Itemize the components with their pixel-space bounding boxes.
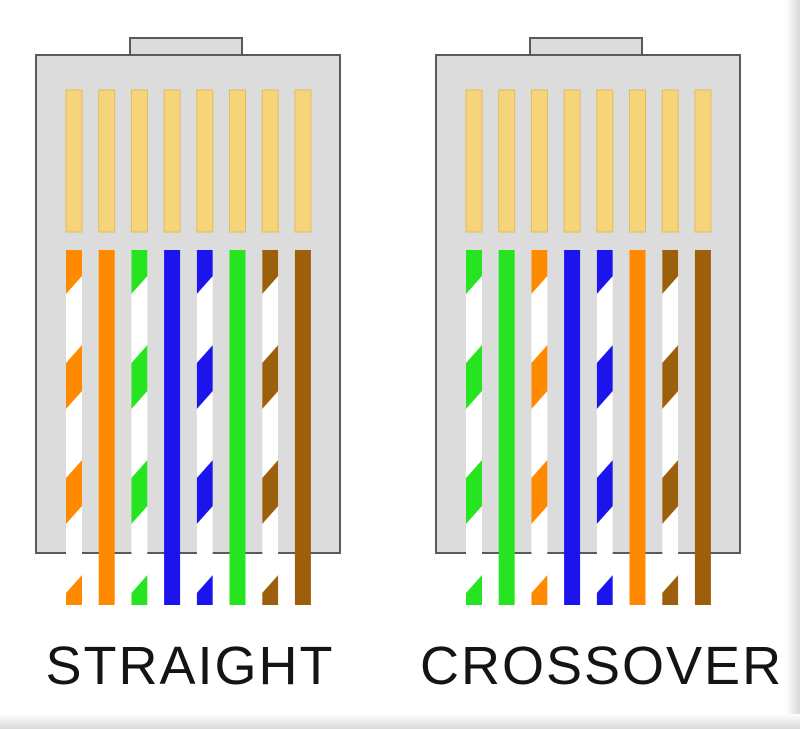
crossover-pin-3-stripe bbox=[531, 345, 548, 409]
frame-shadow bbox=[786, 0, 800, 729]
straight-pin-1-contact bbox=[65, 89, 83, 233]
crossover-pin-4-wire bbox=[564, 250, 581, 605]
crossover-pin-7-stripe bbox=[662, 460, 679, 524]
straight-pin-3-wire-base bbox=[131, 250, 148, 605]
straight-pin-7-wire-base bbox=[262, 250, 279, 605]
straight-pin-5-contact bbox=[196, 89, 214, 233]
crossover-pin-1-contact bbox=[465, 89, 483, 233]
crossover-pin-7-stripe bbox=[662, 250, 679, 294]
crossover-pin-5-wire bbox=[596, 250, 613, 605]
crossover-connector bbox=[435, 37, 741, 605]
straight-pin-2-contact bbox=[98, 89, 116, 233]
crossover-pin-3-contact bbox=[530, 89, 548, 233]
crossover-pin-4-contact bbox=[563, 89, 581, 233]
crossover-pin-5-stripe bbox=[596, 250, 613, 294]
crossover-pin-1-stripe bbox=[466, 575, 482, 605]
crossover-pin-7-stripe bbox=[662, 575, 679, 605]
straight-pin-1-stripe bbox=[66, 460, 82, 524]
straight-pin-5-wire bbox=[196, 250, 213, 605]
crossover-pin-5-contact bbox=[596, 89, 614, 233]
crossover-pin-8-wire bbox=[694, 250, 711, 605]
straight-pin-3-wire bbox=[131, 250, 148, 605]
crossover-pin-5-stripe bbox=[596, 575, 613, 605]
frame-shadow bbox=[0, 714, 800, 729]
straight-connector bbox=[35, 37, 341, 605]
straight-pin-5-stripe bbox=[196, 250, 213, 294]
straight-pin-1-wire bbox=[66, 250, 82, 605]
crossover-pin-3-stripe bbox=[531, 460, 548, 524]
straight-pin-7-stripe bbox=[262, 345, 279, 409]
straight-pin-1-wire-base bbox=[66, 250, 82, 605]
straight-pin-3-stripe bbox=[131, 345, 148, 409]
straight-pin-6-contact bbox=[229, 89, 246, 233]
crossover-pin-6-contact bbox=[629, 89, 646, 233]
straight-pin-3-stripe bbox=[131, 460, 148, 524]
crossover-pin-1-stripe bbox=[466, 460, 482, 524]
straight-pin-1-stripe bbox=[66, 345, 82, 409]
straight-pin-5-stripe bbox=[196, 345, 213, 409]
crossover-pin-3-stripe bbox=[531, 575, 548, 605]
straight-pin-7-stripe bbox=[262, 575, 279, 605]
straight-pin-5-stripe bbox=[196, 460, 213, 524]
crossover-pin-3-stripe bbox=[531, 250, 548, 294]
straight-pin-3-contact bbox=[130, 89, 148, 233]
straight-pin-7-wire bbox=[262, 250, 279, 605]
straight-pin-3-stripe bbox=[131, 575, 148, 605]
crossover-pin-3-wire-base bbox=[531, 250, 548, 605]
crossover-pin-1-stripe bbox=[466, 345, 482, 409]
crossover-pin-7-stripe bbox=[662, 345, 679, 409]
crossover-pin-2-contact bbox=[498, 89, 516, 233]
straight-pin-6-wire bbox=[229, 250, 246, 605]
crossover-housing bbox=[435, 54, 741, 554]
crossover-pin-1-wire-base bbox=[466, 250, 482, 605]
crossover-pin-5-wire-base bbox=[596, 250, 613, 605]
straight-pin-5-stripe bbox=[196, 575, 213, 605]
crossover-pin-7-wire-base bbox=[662, 250, 679, 605]
straight-pin-4-contact bbox=[163, 89, 181, 233]
crossover-pin-8-contact bbox=[694, 89, 712, 233]
crossover-pin-3-wire bbox=[531, 250, 548, 605]
straight-label: STRAIGHT bbox=[45, 636, 335, 696]
straight-pin-8-contact bbox=[294, 89, 312, 233]
crossover-pin-1-wire bbox=[466, 250, 482, 605]
crossover-pin-5-stripe bbox=[596, 460, 613, 524]
straight-pin-8-wire bbox=[294, 250, 311, 605]
straight-pin-7-contact bbox=[261, 89, 279, 233]
crossover-pin-6-wire bbox=[629, 250, 646, 605]
crossover-pin-5-stripe bbox=[596, 345, 613, 409]
straight-pin-7-stripe bbox=[262, 460, 279, 524]
straight-pin-2-wire bbox=[98, 250, 115, 605]
straight-housing bbox=[35, 54, 341, 554]
straight-pin-4-wire bbox=[164, 250, 181, 605]
straight-pin-7-stripe bbox=[262, 250, 279, 294]
crossover-label: CROSSOVER bbox=[420, 636, 784, 696]
crossover-pin-7-wire bbox=[662, 250, 679, 605]
crossover-pin-1-stripe bbox=[466, 250, 482, 294]
crossover-pin-2-wire bbox=[498, 250, 515, 605]
crossover-pin-7-contact bbox=[661, 89, 679, 233]
straight-pin-3-stripe bbox=[131, 250, 148, 294]
straight-pin-1-stripe bbox=[66, 575, 82, 605]
straight-pin-1-stripe bbox=[66, 250, 82, 294]
straight-pin-5-wire-base bbox=[196, 250, 213, 605]
